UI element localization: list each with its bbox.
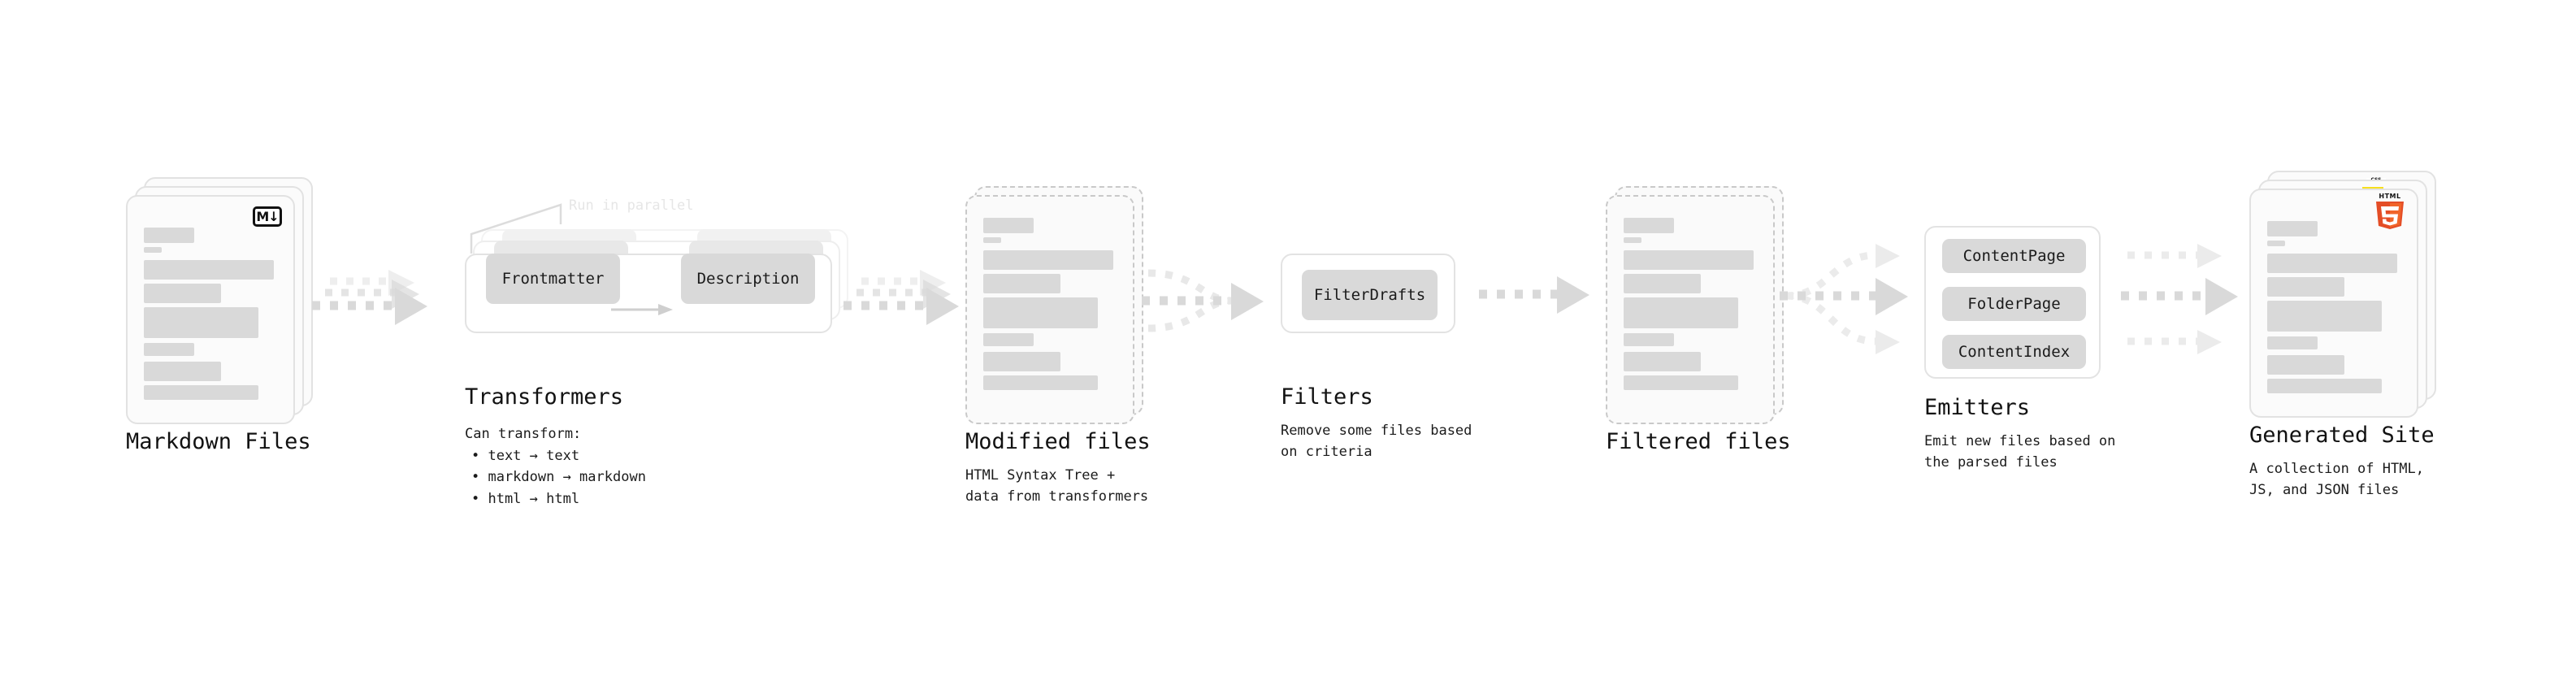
connector-filters-to-filtered: [1479, 276, 1589, 314]
skeleton-line: [983, 375, 1098, 390]
skeleton-line: [144, 284, 221, 303]
skeleton-line: [144, 247, 162, 253]
skeleton-line: [983, 218, 1034, 233]
connector-transformers-to-modified: [843, 270, 959, 325]
arrow-head: [1876, 244, 1900, 268]
skeleton-line: [1624, 352, 1701, 371]
arrow-head: [2205, 278, 2238, 315]
stage-title-filters: Filters: [1281, 384, 1373, 410]
skeleton-line: [983, 333, 1034, 346]
generated-site-description: A collection of HTML, JS, and JSON files: [2249, 461, 2424, 498]
skeleton-line: [144, 385, 258, 400]
transformers-box[interactable]: Frontmatter Description: [465, 254, 832, 333]
skeleton-line: [144, 343, 194, 356]
parallel-note-label: Run in parallel: [569, 197, 694, 214]
stage-title-emitters: Emitters: [1924, 395, 2031, 420]
modified-files-description: HTML Syntax Tree + data from transformer…: [965, 467, 1149, 505]
filters-box[interactable]: FilterDrafts: [1281, 254, 1455, 333]
transformers-description: Can transform:: [465, 426, 582, 442]
skeleton-line: [144, 362, 221, 381]
skeleton-line: [2267, 254, 2397, 273]
skeleton-line: [983, 274, 1060, 293]
arrow-head: [395, 288, 427, 325]
skeleton-line: [2267, 301, 2382, 332]
skeleton-line: [2267, 277, 2344, 297]
file-card-front: HTML: [2249, 189, 2418, 418]
skeleton-line: [1624, 333, 1674, 346]
emitters-description: Emit new files based on the parsed files: [1924, 433, 2116, 471]
filters-description: Remove some files based on criteria: [1281, 423, 1472, 460]
skeleton-line: [1624, 375, 1738, 390]
skeleton-line: [144, 260, 274, 280]
skeleton-line: [983, 250, 1113, 270]
skeleton-line: [144, 307, 258, 338]
transformer-inner-arrow: [611, 304, 673, 315]
skeleton-line: [1624, 218, 1674, 233]
connector-md-to-transformers: [312, 270, 427, 325]
transform-bullet-1: • markdown → markdown: [471, 469, 646, 486]
skeleton-line: [2267, 241, 2285, 246]
skeleton-line: [1624, 274, 1701, 293]
skeleton-line: [983, 297, 1098, 328]
arrow-head: [1876, 330, 1900, 354]
arrow-head: [1876, 278, 1908, 315]
file-card-front: M↓: [126, 195, 295, 424]
transform-bullet-2: • html → html: [471, 490, 580, 507]
emitter-chip-contentpage[interactable]: ContentPage: [1942, 239, 2086, 273]
arrow-head: [2197, 330, 2222, 354]
stage-title-generated-site: Generated Site: [2249, 423, 2435, 448]
connector-filtered-to-emitters: [1780, 244, 1908, 354]
transformer-chip-frontmatter[interactable]: Frontmatter: [486, 254, 620, 304]
skeleton-line: [2267, 336, 2318, 349]
stage-title-markdown-files: Markdown Files: [126, 429, 311, 454]
file-card-front: [965, 195, 1134, 424]
emitter-chip-contentindex[interactable]: ContentIndex: [1942, 335, 2086, 369]
stage-title-transformers: Transformers: [465, 384, 624, 410]
stage-title-modified-files: Modified files: [965, 429, 1151, 454]
file-card-front: [1606, 195, 1775, 424]
arrow-head: [1231, 283, 1264, 320]
html5-label: HTML: [2379, 193, 2401, 200]
skeleton-line: [1624, 297, 1738, 328]
skeleton-line: [1624, 250, 1754, 270]
connector-emitters-to-site: [2121, 244, 2238, 354]
stage-title-filtered-files: Filtered files: [1606, 429, 1791, 454]
skeleton-line: [144, 228, 194, 243]
html5-badge-icon: HTML: [2374, 193, 2405, 229]
transformers-bullets: • text → text • markdown → markdown • ht…: [471, 445, 646, 510]
arrow-head: [2197, 244, 2222, 268]
parallel-bracket: [470, 203, 562, 254]
skeleton-line: [2267, 355, 2344, 375]
skeleton-line: [1624, 237, 1641, 243]
arrow-head: [658, 304, 673, 315]
markdown-badge-icon: M↓: [253, 206, 282, 227]
skeleton-line: [2267, 379, 2382, 393]
connector-modified-to-filters: [1142, 269, 1264, 332]
arrow-head: [1557, 276, 1589, 314]
filter-chip-filterdrafts[interactable]: FilterDrafts: [1302, 270, 1438, 320]
skeleton-line: [983, 352, 1060, 371]
transform-bullet-0: • text → text: [471, 448, 580, 464]
skeleton-line: [2267, 221, 2318, 236]
emitter-chip-folderpage[interactable]: FolderPage: [1942, 287, 2086, 321]
skeleton-line: [983, 237, 1001, 243]
emitters-box[interactable]: ContentPage FolderPage ContentIndex: [1924, 226, 2101, 379]
arrow-head: [926, 288, 959, 325]
transformer-chip-description[interactable]: Description: [681, 254, 815, 304]
